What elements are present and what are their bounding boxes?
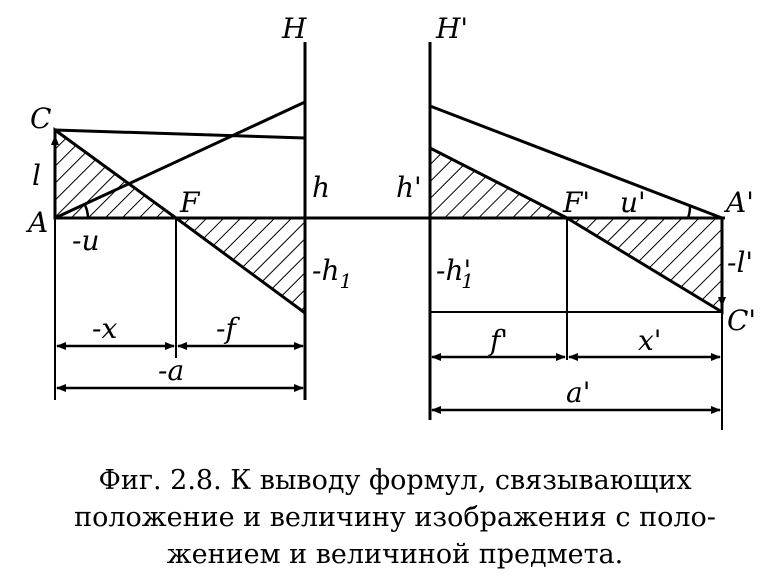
caption-line-2: положение и величину изображения с поло-: [74, 502, 716, 533]
right-A-label: A': [723, 186, 754, 219]
left-l-label: l: [32, 159, 41, 192]
right-a-label: a': [566, 376, 590, 409]
left-parallel-ray: [54, 128, 306, 140]
left-F-label: F: [179, 186, 201, 219]
right-h1-label: -h'1: [436, 254, 474, 293]
right-image-triangle: [561, 216, 724, 315]
caption-line-1: Фиг. 2.8. К выводу формул, связывающих: [98, 465, 692, 496]
left-diagram: [51, 42, 725, 400]
right-l-label: -l': [727, 246, 753, 279]
left-a-label: -a: [158, 354, 184, 387]
right-aperture-ray: [429, 104, 723, 220]
left-aperture-ray: [54, 100, 306, 220]
left-x-label: -x: [92, 312, 117, 345]
right-H-label: H': [435, 12, 468, 45]
caption-line-3: жением и величиной предмета.: [166, 539, 624, 570]
right-labels: H' h' F' u' A' -h'1 -l' C' f' x' a': [396, 12, 756, 409]
left-h1-label: -h1: [312, 254, 352, 293]
right-diagram: [428, 42, 726, 430]
left-object-triangle: [53, 127, 181, 220]
right-F-label: F': [562, 186, 590, 219]
right-object-triangle: [428, 145, 568, 220]
left-A-label: A: [25, 206, 48, 239]
right-h-label: h': [396, 171, 422, 204]
right-x-label: x': [638, 324, 662, 357]
left-f-label: -f: [216, 312, 240, 345]
left-h-label: h: [312, 171, 330, 204]
left-C-label: C: [30, 102, 51, 135]
right-angle-arc: [686, 205, 692, 219]
figure-caption: Фиг. 2.8. К выводу формул, связывающих п…: [30, 462, 760, 573]
left-u-label: -u: [72, 224, 100, 257]
left-angle-arc: [83, 204, 90, 219]
left-image-triangle: [171, 216, 307, 316]
left-H-label: H: [281, 12, 307, 45]
right-u-label: u': [620, 186, 646, 219]
right-f-label: f': [488, 324, 508, 357]
right-C-label: C': [727, 304, 756, 337]
